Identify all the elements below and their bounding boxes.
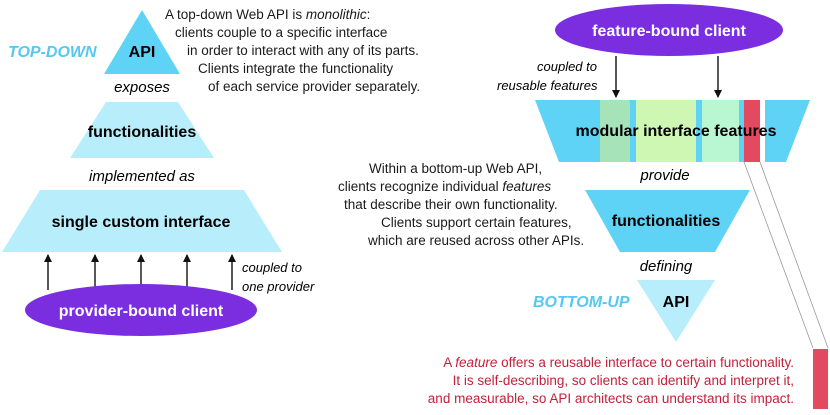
- feature-zoom-lines: [743, 161, 829, 349]
- top-down-description-line-1: A top-down Web API is monolithic:: [165, 7, 371, 22]
- top-down-description: A top-down Web API is monolithic: client…: [165, 6, 420, 96]
- feature-note-marker: [813, 349, 828, 409]
- implemented-as-label: implemented as: [89, 168, 195, 185]
- defining-label: defining: [640, 258, 693, 275]
- bottom-up-functionalities-trapezoid: [585, 190, 750, 252]
- feature-block: [702, 100, 739, 162]
- bottom-up-description-line-4: Clients support certain features,: [381, 215, 572, 230]
- coupled-to-reusable-features-line1: coupled to: [537, 59, 597, 74]
- top-down-description-line-2: clients couple to a specific interface: [175, 25, 388, 40]
- coupled-to-reusable-features-line2: reusable features: [497, 78, 598, 93]
- bottom-up-api-label: API: [663, 294, 690, 311]
- top-down-label: TOP-DOWN: [8, 44, 97, 61]
- feature-note-line-1: A feature offers a reusable interface to…: [443, 355, 794, 370]
- top-down-api-triangle: [104, 10, 180, 74]
- feature-note-line-3: and measurable, so API architects can un…: [427, 391, 794, 406]
- feature-note-line-2: It is self-describing, so clients can id…: [452, 373, 794, 388]
- feature-note: A feature offers a reusable interface to…: [428, 354, 794, 408]
- single-custom-interface-trapezoid: [2, 190, 282, 252]
- single-custom-interface-label: single custom interface: [52, 214, 231, 231]
- top-down-description-line-4: Clients integrate the functionality: [198, 61, 394, 76]
- feature-block: [744, 100, 760, 162]
- bottom-up-description-line-3: that describe their own functionality.: [344, 197, 558, 212]
- bottom-up-label: BOTTOM-UP: [533, 294, 630, 311]
- feature-bound-client-ellipse: [555, 4, 783, 56]
- top-down-functionalities-trapezoid: [70, 102, 214, 158]
- top-down-description-line-5: of each service provider separately.: [208, 79, 421, 94]
- bottom-up-description-line-2: clients recognize individual features: [338, 179, 552, 194]
- provide-label: provide: [639, 167, 689, 184]
- feature-block: [636, 100, 696, 162]
- coupled-to-one-provider-line2: one provider: [242, 279, 315, 294]
- top-down-description-line-3: in order to interact with any of its par…: [187, 43, 419, 58]
- top-down-api-label: API: [129, 44, 156, 61]
- exposes-label: exposes: [114, 79, 170, 96]
- feature-block: [600, 100, 630, 162]
- coupled-to-one-provider-line1: coupled to: [242, 260, 302, 275]
- bottom-up-api-triangle: [637, 280, 715, 342]
- bottom-up-description-line-1: Within a bottom-up Web API,: [369, 161, 543, 176]
- bottom-up-description: Within a bottom-up Web API, clients reco…: [333, 160, 584, 250]
- modular-interface-features-label: modular interface features: [576, 123, 777, 140]
- feature-bound-client-label: feature-bound client: [592, 23, 746, 40]
- bottom-up-coupling-arrows: [612, 56, 722, 98]
- top-down-functionalities-label: functionalities: [88, 124, 197, 141]
- feature-gap: [760, 100, 765, 162]
- bottom-up-description-line-5: which are reused across other APIs.: [368, 233, 585, 248]
- provider-bound-client-ellipse: [25, 284, 257, 336]
- bottom-up-functionalities-label: functionalities: [612, 213, 721, 230]
- provider-bound-client-label: provider-bound client: [59, 303, 224, 320]
